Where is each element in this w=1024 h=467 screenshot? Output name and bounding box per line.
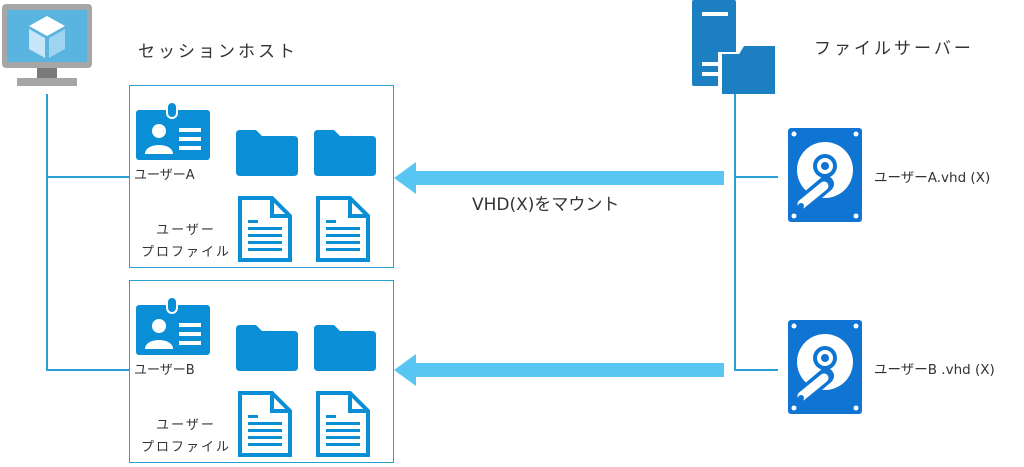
disk-label-user-b: ユーザーB .vhd (X) [874, 362, 995, 378]
folder-icon [236, 130, 298, 176]
host-trunk-line [46, 94, 48, 370]
profile-label-line2: プロファイル [140, 440, 231, 455]
folder-icon [314, 325, 376, 371]
server-branch-line-b [734, 369, 778, 371]
file-server-title: ファイルサーバー [814, 39, 974, 59]
file-server-icon [692, 0, 776, 96]
profile-label: ユーザー プロファイル [136, 220, 236, 264]
document-icon [316, 196, 370, 262]
mount-arrow-a [394, 162, 724, 194]
server-branch-line-a [734, 176, 778, 178]
mount-arrow-label: VHD(X)をマウント [472, 195, 620, 215]
session-host-title: セッションホスト [138, 42, 298, 62]
session-host-monitor-icon [2, 4, 92, 86]
profile-label-line1: ユーザー [156, 223, 216, 238]
document-icon [238, 196, 292, 262]
host-branch-line-a [46, 176, 130, 178]
user-id-badge-icon [136, 296, 210, 355]
folder-icon [236, 325, 298, 371]
user-b-label: ユーザーB [134, 363, 195, 378]
host-branch-line-b [46, 369, 130, 371]
folder-icon [314, 130, 376, 176]
profile-label: ユーザー プロファイル [136, 415, 236, 459]
session-box-user-a: ユーザーA ユーザー プロファイル [129, 85, 394, 268]
user-a-label: ユーザーA [134, 168, 195, 183]
profile-label-line2: プロファイル [140, 245, 231, 260]
hard-disk-icon [788, 320, 862, 414]
disk-label-user-a: ユーザーA.vhd (X) [874, 170, 991, 186]
hard-disk-icon [788, 128, 862, 222]
document-icon [238, 391, 292, 457]
profile-label-line1: ユーザー [156, 418, 216, 433]
session-box-user-b: ユーザーB ユーザー プロファイル [129, 280, 394, 463]
mount-arrow-b [394, 354, 724, 386]
server-trunk-line [734, 94, 736, 370]
document-icon [316, 391, 370, 457]
user-id-badge-icon [136, 101, 210, 160]
